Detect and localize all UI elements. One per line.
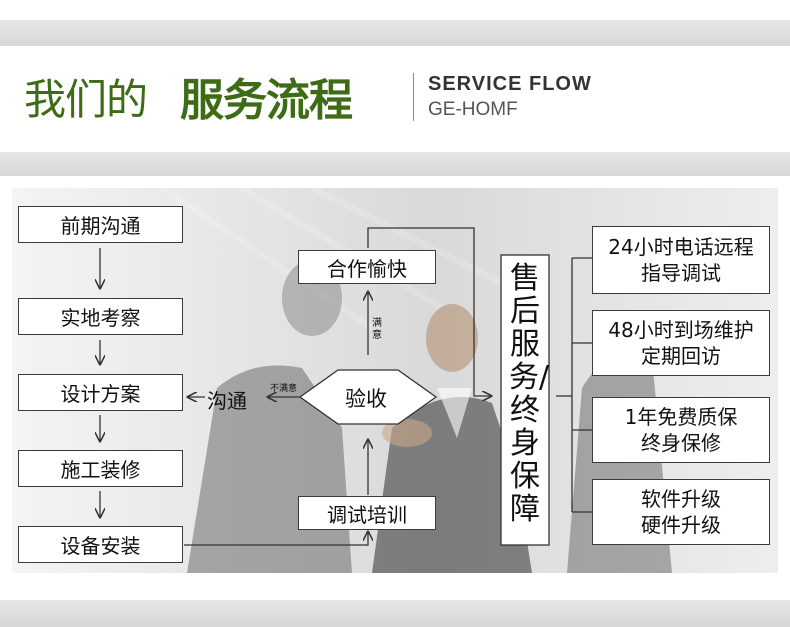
service-line2: 指导调试 [641,261,721,285]
title-prefix: 我们的 [24,75,148,124]
aftersales-box [500,254,550,546]
subtitle-code: GE-HOMF [428,99,518,120]
cooperation-label: 合作愉快 [327,256,407,281]
service-line2: 终身保修 [641,431,721,455]
acceptance-diamond [298,369,438,425]
service-line1: 48小时到场维护 [608,318,754,342]
page-title: 服务流程 [180,75,353,126]
step-label: 施工装修 [60,458,141,482]
acceptance-label: 验收 [345,387,387,411]
aftersales-label: 售后服务/终身保障 [509,261,550,527]
step-label: 设备安装 [60,534,141,558]
service-warranty: 1年免费质保 终身保修 [592,397,770,463]
bottom-band [0,600,790,627]
service-line1: 24小时电话远程 [608,235,754,259]
satisfied-label: 满意 [372,318,382,341]
step-design-plan: 设计方案 [18,374,183,411]
step-debug-training: 调试培训 [298,496,436,530]
not-satisfied-label: 不满意 [270,384,298,394]
step-label: 实地考察 [60,306,141,330]
training-label: 调试培训 [327,502,407,527]
title-divider [413,73,414,121]
header-bottom-band [0,152,790,176]
subtitle-english: SERVICE FLOW [428,73,592,95]
step-equipment-install: 设备安装 [18,526,183,563]
step-early-communication: 前期沟通 [18,206,183,243]
step-label: 前期沟通 [60,214,141,238]
header-area [0,46,790,150]
step-label: 设计方案 [60,382,141,406]
step-construction: 施工装修 [18,450,183,487]
step-site-survey: 实地考察 [18,298,183,335]
service-line1: 1年免费质保 [624,405,738,429]
service-upgrades: 软件升级 硬件升级 [592,479,770,545]
service-remote-support: 24小时电话远程 指导调试 [592,226,770,294]
service-onsite-maintenance: 48小时到场维护 定期回访 [592,310,770,376]
step-cooperation: 合作愉快 [298,250,436,284]
service-line1: 软件升级 [641,487,721,511]
service-line2: 硬件升级 [641,513,721,537]
top-band [0,20,790,46]
communicate-label: 沟通 [207,389,247,413]
service-line2: 定期回访 [641,344,721,368]
